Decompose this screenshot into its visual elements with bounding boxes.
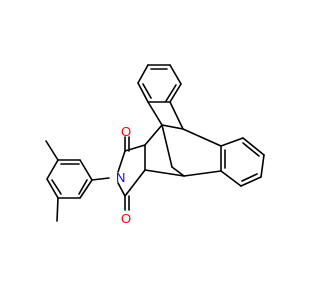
bond	[142, 83, 152, 99]
bond	[117, 182, 126, 197]
bond	[242, 142, 260, 157]
oxygen-bottom-label: O	[121, 211, 131, 226]
bond	[220, 137, 244, 147]
bond	[144, 169, 185, 177]
bond	[171, 166, 185, 177]
bond	[46, 178, 59, 199]
bond	[79, 159, 93, 181]
bond	[242, 137, 265, 156]
bond	[169, 64, 182, 85]
bond	[51, 179, 62, 195]
bond	[79, 179, 93, 199]
bond	[241, 173, 258, 182]
bond	[240, 176, 262, 187]
bond	[182, 128, 222, 147]
bond	[183, 170, 222, 177]
bond	[161, 124, 184, 130]
bond	[124, 169, 146, 197]
bond	[165, 84, 177, 102]
bond	[169, 101, 184, 130]
bond	[137, 64, 149, 84]
bond-lines	[45, 64, 265, 222]
bond	[147, 101, 163, 126]
bond	[46, 159, 59, 180]
bond	[56, 197, 59, 222]
bond	[220, 170, 242, 187]
bond	[144, 124, 163, 146]
bond	[169, 83, 182, 103]
bond	[78, 179, 88, 195]
bond	[260, 154, 265, 178]
bond	[161, 124, 173, 168]
bond	[137, 82, 149, 103]
bond	[91, 177, 110, 181]
bond	[124, 144, 146, 152]
nitrogen-label: N	[116, 170, 125, 185]
bond	[117, 150, 126, 173]
oxygen-top-label: O	[121, 124, 131, 139]
molecule-diagram: N O O	[45, 64, 265, 226]
structure-canvas: N O O	[45, 64, 265, 226]
bond	[45, 140, 59, 161]
